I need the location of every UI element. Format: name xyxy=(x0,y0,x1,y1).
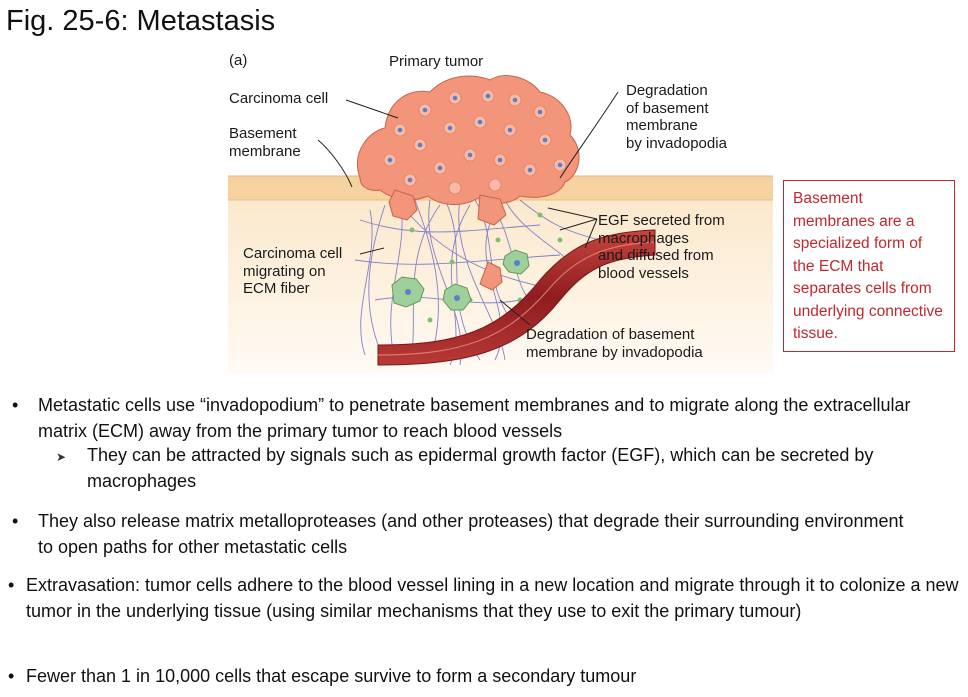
metastasis-illustration xyxy=(228,75,773,373)
sub-bullet-marker: ➤ xyxy=(56,450,67,464)
bullet-2: They also release matrix metalloprotease… xyxy=(38,511,904,557)
bullet-3: Extravasation: tumor cells adhere to the… xyxy=(26,575,959,621)
leader-basement xyxy=(317,139,353,188)
metastasis-figure: (a) Primary tumor Carcinoma cell Basemen… xyxy=(228,52,773,373)
bullet-marker: • xyxy=(12,511,19,531)
label-egf: EGF secreted from macrophages and diffus… xyxy=(598,212,725,282)
blood-vessel xyxy=(377,229,656,366)
leader-carcinoma xyxy=(345,99,399,119)
bullet-1: Metastatic cells use “invadopodium” to p… xyxy=(38,395,911,441)
bullet-marker: • xyxy=(8,666,15,686)
panel-label: (a) xyxy=(229,52,248,69)
label-carcinoma-cell: Carcinoma cell xyxy=(229,90,329,107)
bullet-1-sub: They can be attracted by signals such as… xyxy=(87,445,874,491)
bullet-marker: • xyxy=(12,395,19,415)
label-carcinoma-migrating: Carcinoma cell migrating on ECM fiber xyxy=(243,245,343,297)
leader-egf-3 xyxy=(584,218,598,249)
leader-egf-1 xyxy=(547,207,598,220)
leader-degradation-bottom xyxy=(499,299,531,326)
leader-egf-2 xyxy=(559,218,598,231)
bullet-4: Fewer than 1 in 10,000 cells that escape… xyxy=(26,666,637,686)
leader-migrating xyxy=(359,247,385,255)
label-degradation-top: Degradation of basement membrane by inva… xyxy=(626,82,727,152)
label-primary-tumor: Primary tumor xyxy=(389,53,484,70)
label-degradation-bottom: Degradation of basement membrane by inva… xyxy=(526,326,703,361)
leader-degradation-top xyxy=(559,91,619,179)
slide-title: Fig. 25-6: Metastasis xyxy=(6,5,276,37)
label-basement-membrane: Basement membrane xyxy=(229,125,301,160)
bullet-marker: • xyxy=(8,575,15,595)
note-box: Basement membranes are a specialized for… xyxy=(783,180,955,352)
primary-tumor xyxy=(357,75,580,291)
